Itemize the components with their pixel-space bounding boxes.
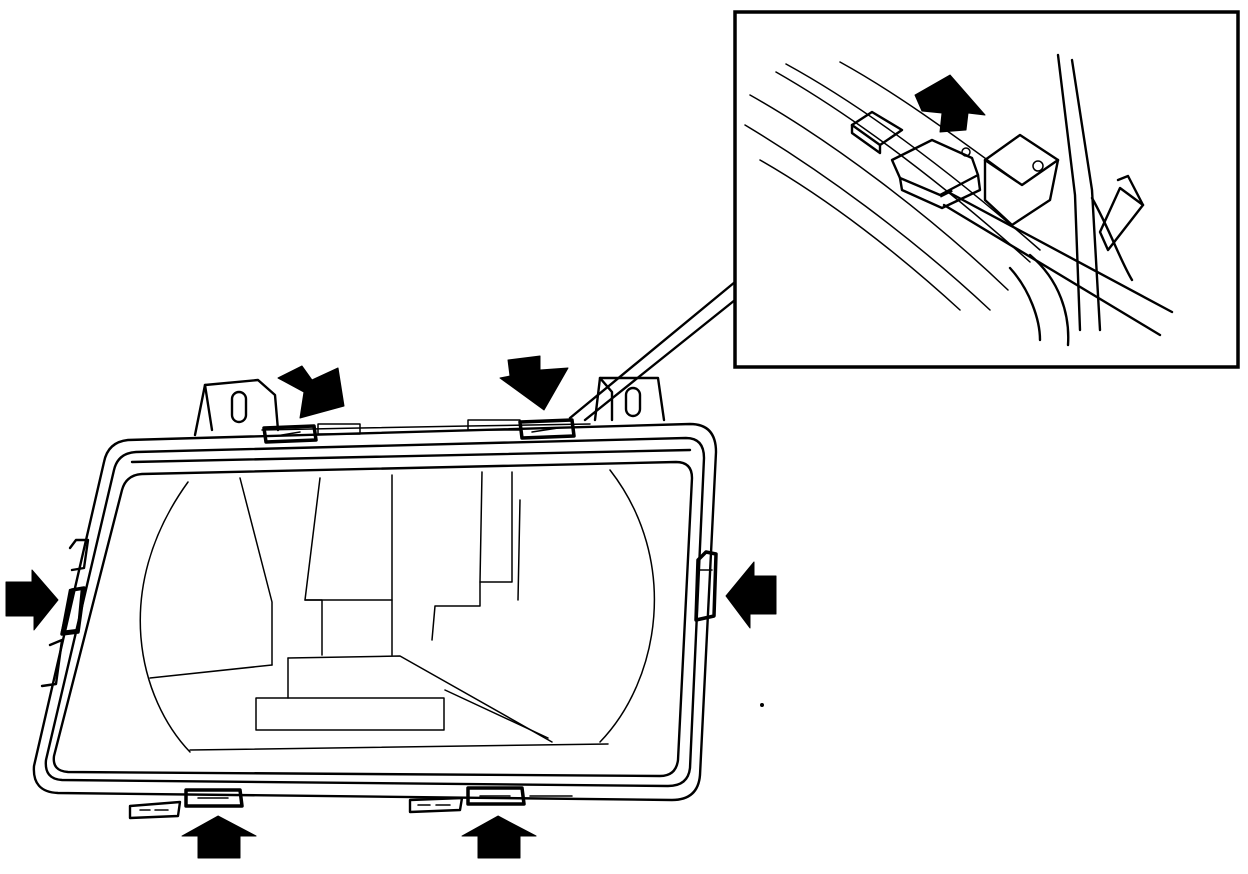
top-left-clip <box>262 424 318 444</box>
arrows <box>5 355 777 859</box>
left-clip <box>60 586 86 636</box>
detail-retaining-clip <box>890 133 1060 227</box>
top-right-down-arrow <box>499 355 569 411</box>
detail-small-clip <box>850 110 904 155</box>
middle-frame <box>44 436 706 788</box>
detail-frame <box>733 10 1240 369</box>
speck <box>760 703 764 707</box>
top-right-clip <box>518 418 576 440</box>
top-mounting-tabs <box>193 376 666 437</box>
left-right-arrow <box>5 569 59 631</box>
outer-frame <box>32 422 718 802</box>
bottom-right-clip <box>466 786 526 806</box>
bottom-clips <box>128 786 573 820</box>
right-left-arrow <box>725 561 777 629</box>
detail-up-arrow <box>914 74 986 133</box>
detail-leader-lines <box>568 280 737 422</box>
side-clips <box>40 538 718 688</box>
detail-lens-edge-lines <box>744 61 1070 347</box>
bottom-left-up-arrow <box>181 815 257 859</box>
top-left-down-arrow <box>277 365 345 419</box>
top-rail <box>261 418 591 444</box>
reflector-detail <box>139 469 656 753</box>
right-clip <box>694 550 718 622</box>
detail-inset <box>733 10 1240 369</box>
lens-window <box>52 460 694 778</box>
detail-screwdriver <box>939 188 1174 337</box>
headlamp-assembly <box>32 376 718 820</box>
bottom-right-up-arrow <box>461 815 537 859</box>
bottom-left-clip <box>184 788 244 808</box>
